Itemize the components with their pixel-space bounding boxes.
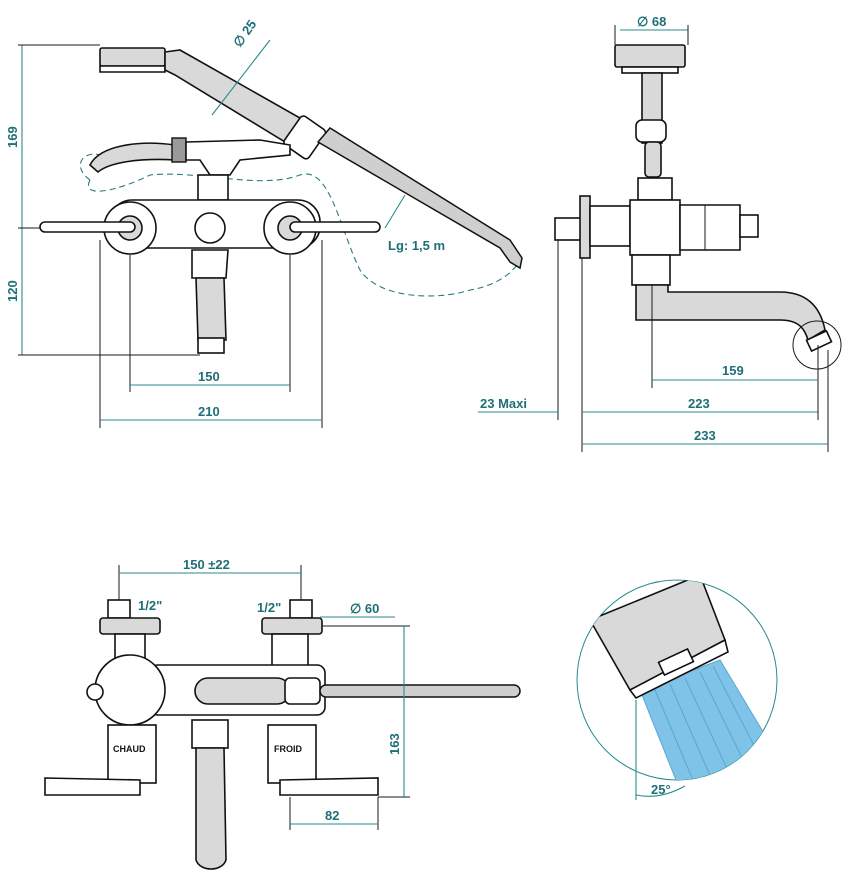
side-view: ∅ 68 159 23 Maxi 223 233 bbox=[478, 14, 842, 452]
dim-spray-angle: 25° bbox=[651, 782, 671, 797]
top-cold-lever bbox=[279, 777, 379, 796]
dim-top-center: 150 ±22 bbox=[183, 557, 230, 572]
dim-side-spout: 159 bbox=[722, 363, 744, 378]
detail-view: 25° bbox=[576, 579, 778, 800]
top-hot-lever bbox=[44, 777, 141, 796]
diverter-body bbox=[185, 139, 291, 176]
front-view: 169 120 ∅ 25 Lg: 1,5 m 150 210 bbox=[5, 17, 523, 428]
hose-dashed-outline bbox=[87, 173, 521, 297]
dim-hose-length: Lg: 1,5 m bbox=[388, 238, 445, 253]
side-body bbox=[629, 199, 681, 256]
hot-lever bbox=[39, 221, 136, 233]
dim-front-width: 210 bbox=[198, 404, 220, 419]
dim-handle-diameter: ∅ 25 bbox=[230, 17, 259, 50]
top-view: CHAUD FROID 150 ±22 1/2" 1/2" ∅ 60 163 8… bbox=[44, 557, 521, 870]
cold-cartridge bbox=[267, 724, 317, 784]
shower-hose bbox=[316, 127, 523, 270]
top-hose bbox=[319, 684, 521, 698]
side-shower-head bbox=[614, 44, 686, 68]
label-hot: CHAUD bbox=[113, 744, 146, 754]
dim-inlet-right: 1/2" bbox=[257, 600, 281, 615]
center-cap bbox=[194, 212, 226, 244]
front-spout bbox=[195, 277, 227, 341]
dim-spout-offset: 82 bbox=[325, 808, 339, 823]
hook-bracket bbox=[89, 142, 176, 174]
dim-front-height-upper: 169 bbox=[5, 126, 20, 148]
top-hot-knob bbox=[94, 654, 166, 726]
hot-cartridge bbox=[107, 724, 157, 784]
label-cold: FROID bbox=[274, 744, 302, 754]
dim-flange-diameter: ∅ 60 bbox=[350, 601, 379, 616]
dim-top-height: 163 bbox=[387, 733, 402, 755]
dim-inlet-left: 1/2" bbox=[138, 598, 162, 613]
dim-wall-offset: 23 Maxi bbox=[480, 396, 527, 411]
cold-lever bbox=[289, 221, 381, 233]
dim-side-depth: 223 bbox=[688, 396, 710, 411]
dim-side-total-depth: 233 bbox=[694, 428, 716, 443]
side-spout bbox=[635, 284, 826, 342]
dim-front-center: 150 bbox=[198, 369, 220, 384]
dim-shower-diameter: ∅ 68 bbox=[637, 14, 666, 29]
top-spout bbox=[195, 747, 227, 870]
dim-front-height-lower: 120 bbox=[5, 280, 20, 302]
shower-head bbox=[99, 47, 166, 67]
